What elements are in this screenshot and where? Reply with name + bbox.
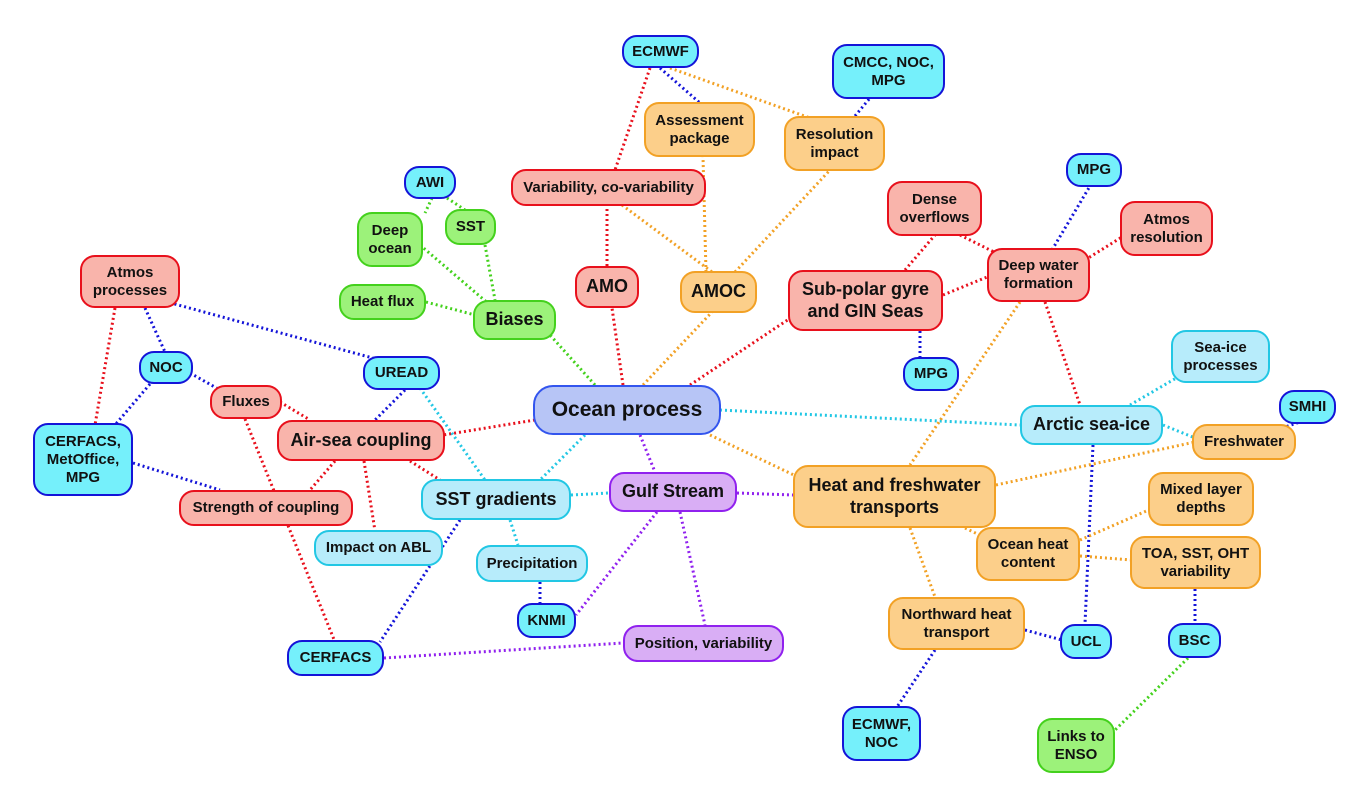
connector-line [362,460,377,532]
node-deep-ocean: Deep ocean [357,212,423,267]
connector-line [701,156,708,273]
node-impact-on-abl: Impact on ABL [314,530,443,566]
connector-line [423,197,434,214]
node-amoc: AMOC [680,271,757,313]
connector-line [308,460,337,491]
connector-line [189,371,221,392]
connector-line [383,641,624,660]
node-mixed-layer-depths: Mixed layer depths [1148,472,1254,526]
connector-line [638,434,657,473]
connector-line [418,387,487,481]
node-deep-water-formation: Deep water formation [987,248,1090,302]
node-sea-ice-processes: Sea-ice processes [1171,330,1270,383]
node-bsc: BSC [1168,623,1221,658]
node-heat-flux: Heat flux [339,284,426,320]
connector-line [1050,185,1092,251]
connector-line [159,298,381,362]
node-uread: UREAD [363,356,440,390]
connector-line [709,433,801,480]
connector-line [425,300,476,317]
node-ocean-heat-content: Ocean heat content [976,527,1080,581]
node-awi: AWI [404,166,456,199]
node-mpg-top: MPG [1066,153,1122,187]
connector-line [736,491,794,497]
node-fluxes: Fluxes [210,385,282,419]
connector-line [733,168,832,274]
connector-line [143,307,167,353]
connector-line [483,244,497,301]
connector-line [1024,628,1063,642]
node-biases: Biases [473,300,556,340]
node-sst: SST [445,209,496,245]
node-cerfacs-bottom: CERFACS [287,640,384,676]
node-air-sea-coupling: Air-sea coupling [277,420,445,461]
connector-line [853,97,872,117]
connector-line [995,440,1196,487]
connector-line [621,203,713,274]
connector-line [908,527,937,598]
node-atmos-resolution: Atmos resolution [1120,201,1213,256]
connector-line [419,243,491,307]
node-ecmwf-top: ECMWF [622,35,699,68]
node-cmcc-noc-mpg: CMCC, NOC, MPG [832,44,945,99]
connector-line [508,519,520,546]
connector-line [538,433,587,482]
node-variability-covariability: Variability, co-variability [511,169,706,206]
node-toa-sst-oht: TOA, SST, OHT variability [1130,536,1261,589]
node-dense-overflows: Dense overflows [887,181,982,236]
node-mpg-mid: MPG [903,357,959,391]
node-arctic-sea-ice: Arctic sea-ice [1020,405,1163,445]
node-ocean-process: Ocean process [533,385,721,435]
node-amo: AMO [575,266,639,308]
node-sst-gradients: SST gradients [421,479,571,520]
connector-line [243,418,337,643]
connector-line [641,310,714,387]
connector-line [659,66,701,105]
connector-line [548,333,597,387]
connector-line [279,400,311,422]
node-resolution-impact: Resolution impact [784,116,885,171]
connector-line [1043,301,1082,406]
connector-line [719,408,1021,427]
connector-line [132,461,221,492]
connector-line [442,418,536,437]
node-cerfacs-metoffice-mpg: CERFACS, MetOffice, MPG [33,423,133,496]
connector-line [893,649,937,711]
node-position-variability: Position, variability [623,625,784,662]
connector-line [1079,554,1133,562]
node-northward-heat-transport: Northward heat transport [888,597,1025,650]
connector-line [903,234,937,271]
connector-line [1129,368,1191,407]
connector-line [446,196,466,212]
node-noc-left: NOC [139,351,193,384]
node-smhi: SMHI [1279,390,1336,424]
connector-line [378,519,462,643]
connector-line [373,388,407,422]
node-atmos-processes: Atmos processes [80,255,180,308]
connector-line [678,511,707,626]
node-precipitation: Precipitation [476,545,588,582]
connector-line [93,307,117,426]
node-knmi: KNMI [517,603,576,638]
connector-line [1108,656,1190,737]
connector-line [574,511,659,616]
node-ecmwf-noc: ECMWF, NOC [842,706,921,761]
node-subpolar-gyre: Sub-polar gyre and GIN Seas [788,270,943,331]
node-heat-freshwater-transports: Heat and freshwater transports [793,465,996,528]
connector-line [1162,423,1201,442]
connector-line [942,275,988,297]
connector-line [1084,230,1131,262]
node-ucl: UCL [1060,624,1112,659]
node-gulf-stream: Gulf Stream [609,472,737,512]
connector-line [610,307,625,386]
connector-line [570,491,610,497]
connector-line [409,459,441,482]
node-assessment-package: Assessment package [644,102,755,157]
node-links-to-enso: Links to ENSO [1037,718,1115,773]
node-strength-of-coupling: Strength of coupling [179,490,353,526]
node-freshwater: Freshwater [1192,424,1296,460]
connector-line [113,383,152,426]
